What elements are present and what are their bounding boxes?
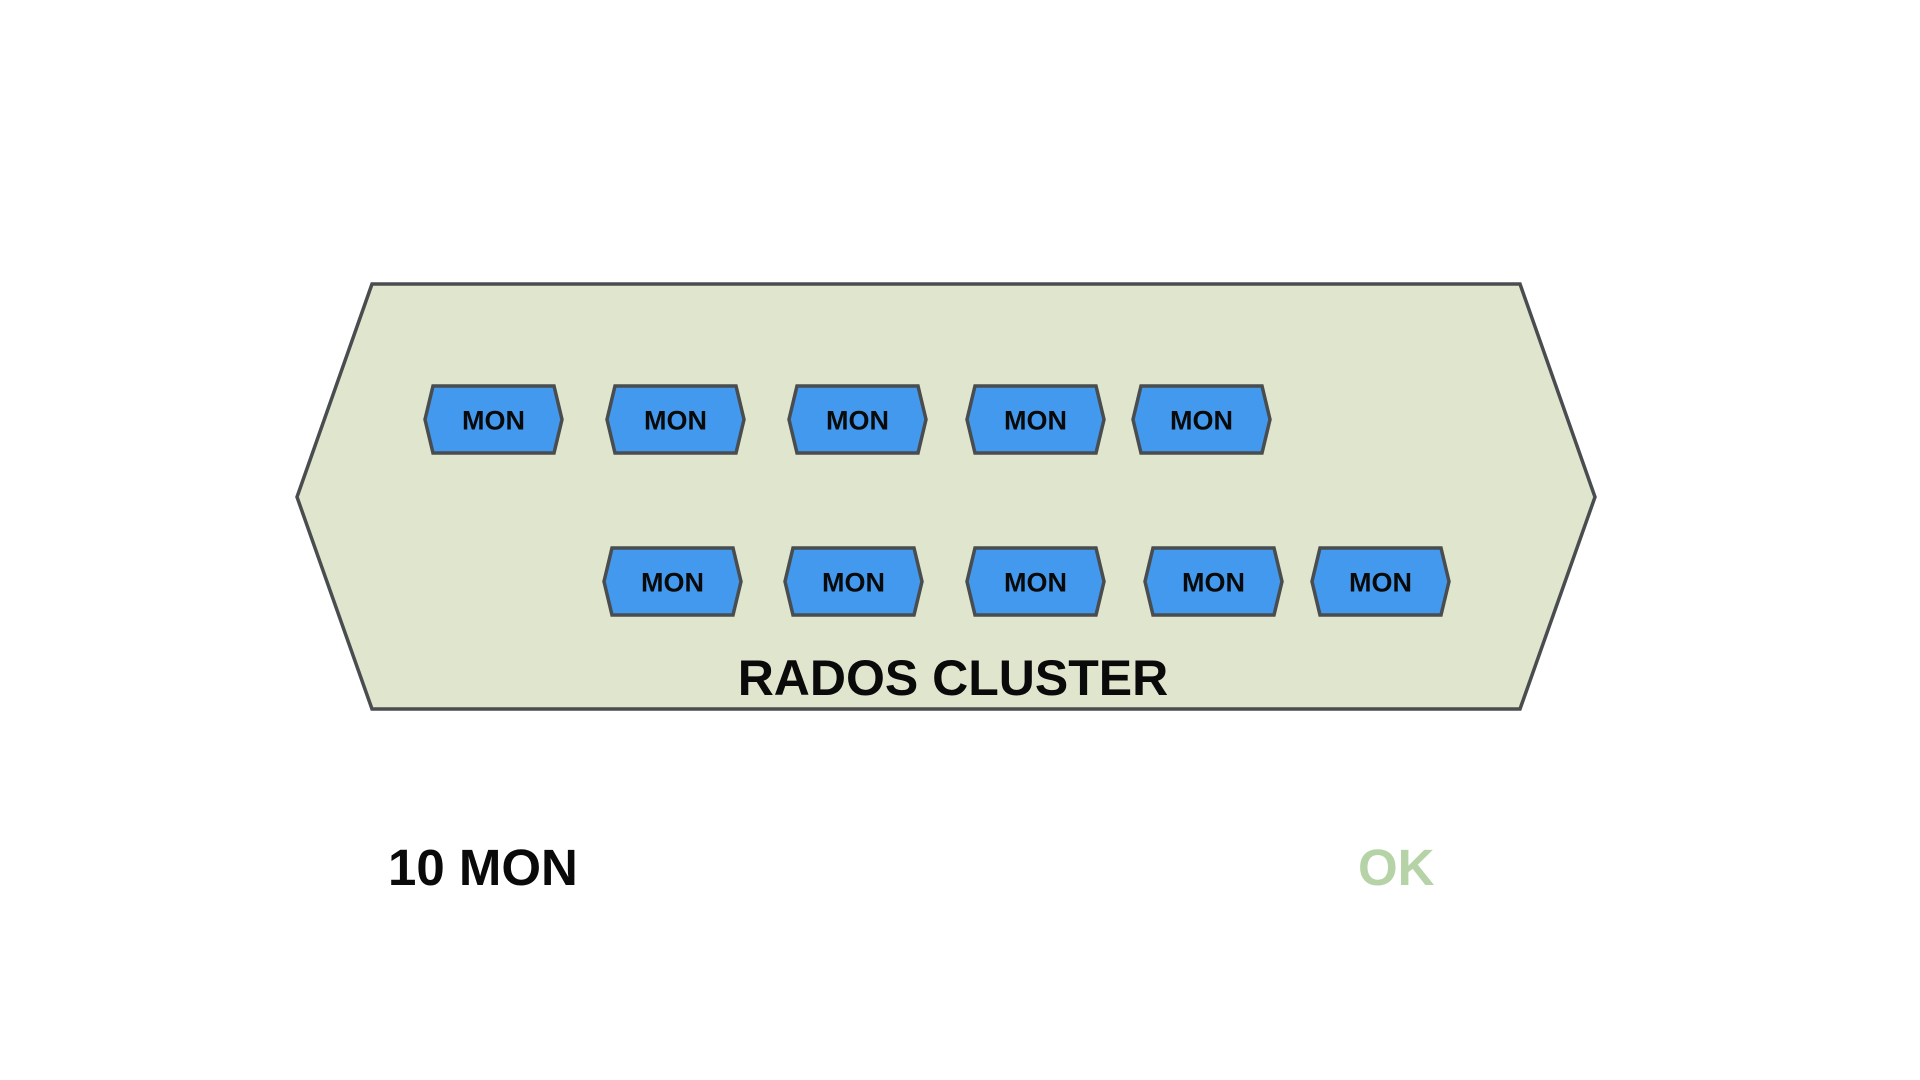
mon-node: MON — [1143, 546, 1284, 617]
rados-cluster-shape — [295, 282, 1597, 711]
mon-node-label: MON — [462, 406, 525, 436]
mon-node: MON — [965, 384, 1106, 455]
mon-node-shape — [605, 384, 746, 455]
mon-node-label: MON — [641, 568, 704, 598]
mon-node: MON — [605, 384, 746, 455]
mon-node-shape — [1143, 546, 1284, 617]
mon-node-label: MON — [1349, 568, 1412, 598]
mon-node-shape — [1131, 384, 1272, 455]
mon-node: MON — [965, 546, 1106, 617]
mon-node-label: MON — [826, 406, 889, 436]
mon-node-shape — [602, 546, 743, 617]
mon-node: MON — [1131, 384, 1272, 455]
mon-node-shape — [787, 384, 928, 455]
mon-node-label: MON — [1004, 568, 1067, 598]
mon-node-shape — [783, 546, 924, 617]
mon-node-shape — [1310, 546, 1451, 617]
mon-node: MON — [787, 384, 928, 455]
mon-node-label: MON — [1004, 406, 1067, 436]
mon-node-shape — [423, 384, 564, 455]
rados-cluster-label: RADOS CLUSTER — [738, 650, 1169, 706]
mon-node-label: MON — [644, 406, 707, 436]
mon-nodes-group: MON MON MON MON MON MON MON MON MON MON — [423, 384, 1451, 617]
mon-node-label: MON — [1170, 406, 1233, 436]
mon-node: MON — [602, 546, 743, 617]
mon-node-label: MON — [822, 568, 885, 598]
mon-node: MON — [423, 384, 564, 455]
mon-node: MON — [783, 546, 924, 617]
mon-node-shape — [965, 384, 1106, 455]
mon-count-label: 10 MON — [388, 839, 578, 896]
mon-node-shape — [965, 546, 1106, 617]
status-ok-label: OK — [1358, 839, 1435, 896]
mon-node-label: MON — [1182, 568, 1245, 598]
mon-node: MON — [1310, 546, 1451, 617]
